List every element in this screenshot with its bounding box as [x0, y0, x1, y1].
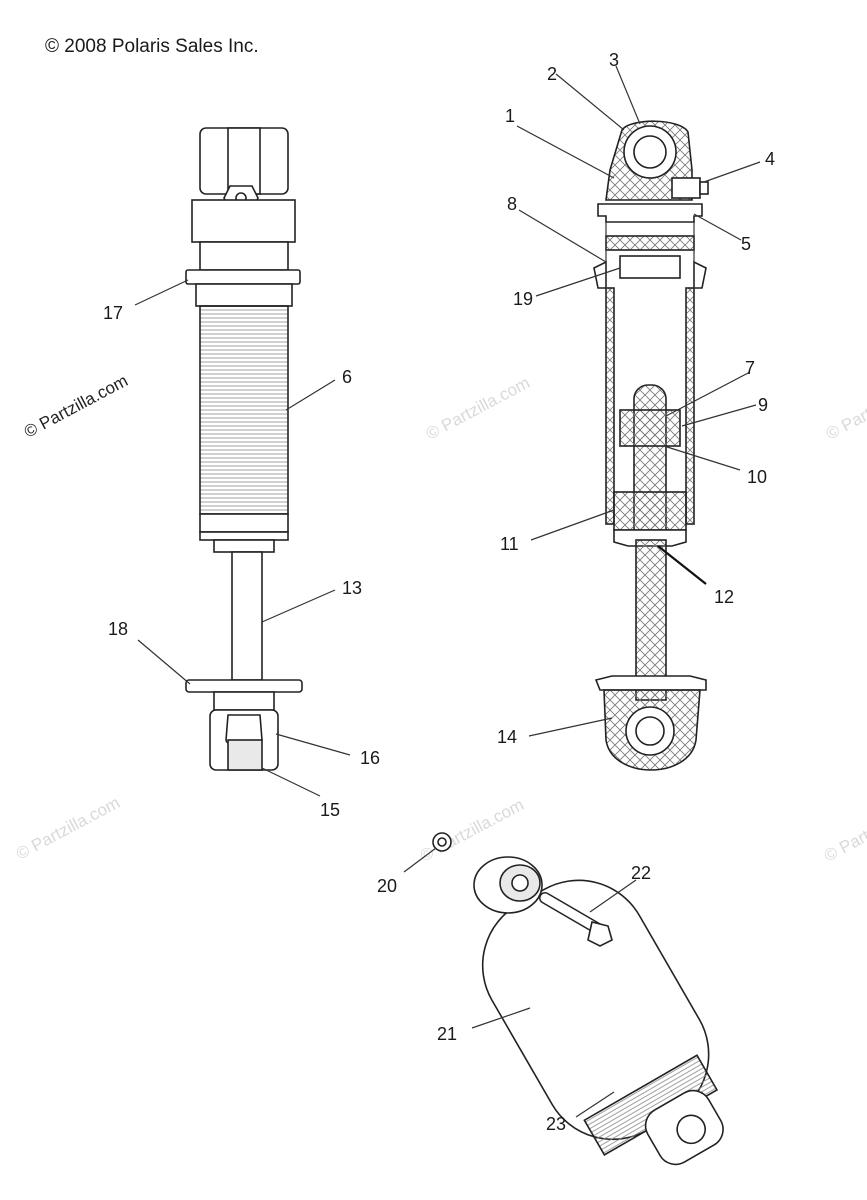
- valve-cap: [699, 181, 709, 195]
- callout-15: 15: [320, 800, 340, 820]
- watermark-left: © Partzilla.com: [21, 371, 131, 442]
- body-cap-cutaway: [597, 203, 703, 223]
- body-wall-left: [605, 287, 615, 525]
- schrader-valve: [671, 177, 701, 199]
- top-eyelet-bushing: [227, 127, 261, 195]
- seal-head: [613, 491, 687, 531]
- shock-assembly-exterior: [185, 127, 303, 771]
- callout-9: 9: [758, 395, 768, 415]
- body-end-band: [199, 531, 289, 541]
- callout-14: 14: [497, 727, 517, 747]
- collar-lower: [195, 283, 293, 307]
- leader-lines: [134, 65, 761, 1118]
- callout-23: 23: [546, 1114, 566, 1134]
- shock-assembly-angled: [432, 832, 724, 1166]
- callout-17: 17: [103, 303, 123, 323]
- watermark-lower-left: © Partzilla.com: [13, 793, 123, 864]
- top-eyelet-bushing-inner: [633, 135, 667, 169]
- shaft: [231, 551, 263, 681]
- threaded-body: [199, 305, 289, 515]
- spring-seat: [185, 679, 303, 693]
- angled-eyelet-hole: [511, 874, 529, 892]
- lower-eyelet-bushing-inner: [635, 716, 665, 746]
- body-upper: [199, 241, 289, 271]
- lower-spring-seat: [594, 675, 707, 691]
- floating-piston-seal: [605, 235, 695, 251]
- rod-seal: [213, 539, 275, 553]
- callout-16: 16: [360, 748, 380, 768]
- body-flange-right: [693, 260, 707, 289]
- callout-19: 19: [513, 289, 533, 309]
- callout-11: 11: [500, 534, 519, 554]
- watermark-right: © Partzilla.com: [823, 373, 867, 444]
- bolt-head: [587, 921, 613, 947]
- callouts: 17 6 13 18 16 15 1 2 3 4 5 8 19 7 9 10 1…: [103, 50, 775, 1134]
- callout-10: 10: [747, 467, 767, 487]
- callout-1: 1: [505, 106, 515, 126]
- main-piston: [619, 409, 681, 447]
- preload-collar: [185, 269, 301, 285]
- callout-7: 7: [745, 358, 755, 378]
- lower-eyelet-bushing: [227, 739, 263, 771]
- watermark-lower-center: © Partzilla.com: [417, 795, 527, 866]
- callout-13: 13: [342, 578, 362, 598]
- watermark-lower-right: © Partzilla.com: [821, 795, 867, 866]
- lower-end-eye: [676, 1114, 706, 1145]
- floating-piston: [619, 255, 681, 279]
- callout-18: 18: [108, 619, 128, 639]
- callout-20: 20: [377, 876, 397, 896]
- callout-21: 21: [437, 1024, 457, 1044]
- shaft-lower: [635, 539, 667, 701]
- body-cap: [191, 199, 296, 243]
- lower-eyelet-neck: [213, 691, 275, 711]
- seal-head-base: [613, 529, 687, 547]
- copyright-text: © 2008 Polaris Sales Inc.: [45, 36, 259, 57]
- callout-3: 3: [609, 50, 619, 70]
- nut-hole: [437, 837, 447, 847]
- body-lower: [199, 513, 289, 533]
- shock-assembly-cutaway: [593, 120, 709, 771]
- callout-8: 8: [507, 194, 517, 214]
- callout-2: 2: [547, 64, 557, 84]
- callout-12: 12: [714, 587, 734, 607]
- callout-5: 5: [741, 234, 751, 254]
- watermark-center: © Partzilla.com: [423, 373, 533, 444]
- callout-22: 22: [631, 863, 651, 883]
- callout-4: 4: [765, 149, 775, 169]
- body-wall-right: [685, 287, 695, 525]
- callout-6: 6: [342, 367, 352, 387]
